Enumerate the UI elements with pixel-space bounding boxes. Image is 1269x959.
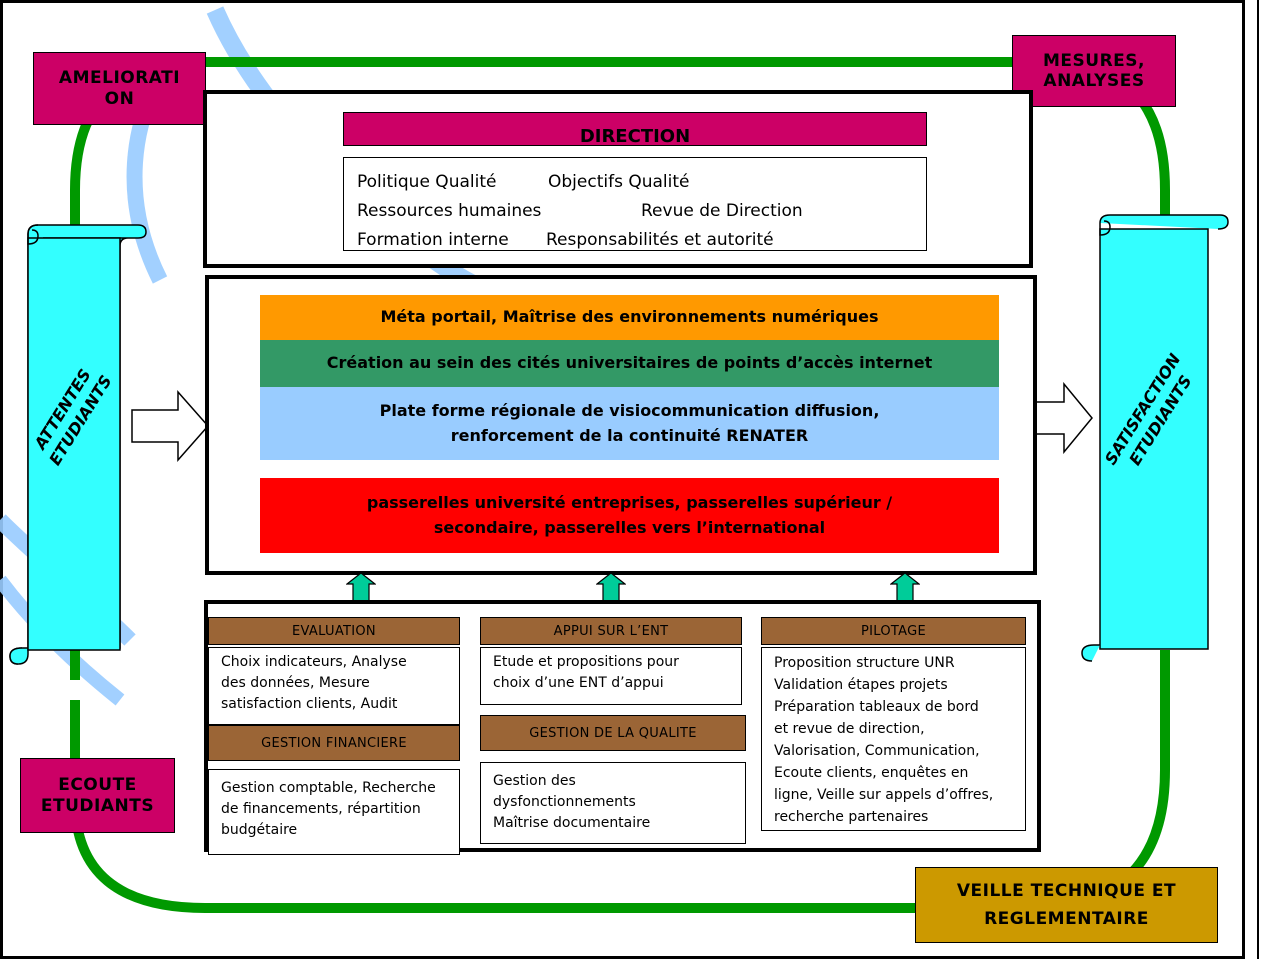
band-points-acces: Création au sein des cités universitaire…: [260, 340, 999, 387]
direction-item: Responsabilités et autorité: [546, 230, 774, 250]
band-passerelles: passerelles université entreprises, pass…: [260, 478, 999, 553]
direction-item: Objectifs Qualité: [548, 172, 690, 192]
pilotage-line: Ecoute clients, enquêtes en: [774, 765, 969, 781]
evaluation-line: des données, Mesure: [221, 675, 370, 691]
ent-content: Etude et propositions pour choix d’une E…: [480, 647, 742, 705]
pilotage-line: Préparation tableaux de bord: [774, 699, 979, 715]
up-arrow-icon: [346, 572, 376, 604]
ecoute-label: ECOUTE ETUDIANTS: [40, 775, 155, 816]
direction-item: Formation interne: [357, 230, 509, 250]
band-visiocommunication: Plate forme régionale de visiocommunicat…: [260, 387, 999, 460]
qualite-line: Maîtrise documentaire: [493, 815, 651, 831]
pilotage-line: Proposition structure UNR: [774, 655, 955, 671]
left-scroll: [9, 224, 147, 665]
evaluation-line: Choix indicateurs, Analyse: [221, 654, 407, 670]
pilotage-content: Proposition structure UNR Validation éta…: [761, 647, 1026, 831]
ent-line: Etude et propositions pour: [493, 654, 679, 670]
pilotage-line: recherche partenaires: [774, 809, 929, 825]
pilotage-line: et revue de direction,: [774, 721, 925, 737]
pilotage-line: Validation étapes projets: [774, 677, 948, 693]
up-arrow-icon: [890, 572, 920, 604]
band-visiocommunication-text: Plate forme régionale de visiocommunicat…: [379, 400, 880, 445]
direction-items: Politique Qualité Objectifs Qualité Ress…: [343, 157, 927, 251]
veille-label: VEILLE TECHNIQUE ET REGLEMENTAIRE: [956, 880, 1177, 929]
band-meta-portail-text: Méta portail, Maîtrise des environnement…: [380, 307, 879, 327]
band-meta-portail: Méta portail, Maîtrise des environnement…: [260, 295, 999, 340]
direction-item: Ressources humaines: [357, 201, 542, 221]
finance-line: Gestion comptable, Recherche: [221, 780, 436, 796]
direction-item: Politique Qualité: [357, 172, 497, 192]
qualite-line: dysfonctionnements: [493, 794, 636, 810]
ent-title: APPUI SUR L’ENT: [553, 623, 669, 639]
up-arrow-icon: [596, 572, 626, 604]
band-points-acces-text: Création au sein des cités universitaire…: [326, 353, 933, 373]
direction-item: Revue de Direction: [641, 201, 803, 221]
evaluation-content: Choix indicateurs, Analyse des données, …: [208, 647, 460, 725]
finance-header: GESTION FINANCIERE: [208, 725, 460, 761]
amelioration-label: AMELIORATI ON: [58, 68, 181, 109]
pilotage-line: ligne, Veille sur appels d’offres,: [774, 787, 994, 803]
mesures-tag: MESURES, ANALYSES: [1012, 35, 1176, 107]
mesures-label: MESURES, ANALYSES: [1043, 50, 1145, 91]
finance-content: Gestion comptable, Recherche de financem…: [208, 769, 460, 855]
amelioration-tag: AMELIORATI ON: [33, 52, 206, 125]
ent-line: choix d’une ENT d’appui: [493, 675, 664, 691]
pilotage-title: PILOTAGE: [861, 623, 926, 639]
qualite-title: GESTION DE LA QUALITE: [529, 725, 697, 741]
evaluation-header: EVALUATION: [208, 617, 460, 645]
pilotage-header: PILOTAGE: [761, 617, 1026, 645]
qualite-header: GESTION DE LA QUALITE: [480, 715, 746, 751]
evaluation-title: EVALUATION: [292, 623, 376, 639]
ecoute-tag: ECOUTE ETUDIANTS: [20, 758, 175, 833]
qualite-content: Gestion des dysfonctionnements Maîtrise …: [480, 762, 746, 844]
output-arrow-icon: [1033, 382, 1093, 454]
pilotage-line: Valorisation, Communication,: [774, 743, 980, 759]
qualite-line: Gestion des: [493, 773, 576, 789]
evaluation-line: satisfaction clients, Audit: [221, 696, 398, 712]
input-arrow-icon: [131, 390, 210, 462]
right-border-line: [1257, 0, 1259, 959]
finance-line: budgétaire: [221, 822, 298, 838]
finance-line: de financements, répartition: [221, 801, 421, 817]
right-scroll: [1081, 214, 1229, 662]
veille-tag: VEILLE TECHNIQUE ET REGLEMENTAIRE: [915, 867, 1218, 943]
finance-title: GESTION FINANCIERE: [261, 735, 407, 751]
band-passerelles-text: passerelles université entreprises, pass…: [366, 492, 893, 537]
ent-header: APPUI SUR L’ENT: [480, 617, 742, 645]
direction-title: DIRECTION: [343, 112, 927, 146]
